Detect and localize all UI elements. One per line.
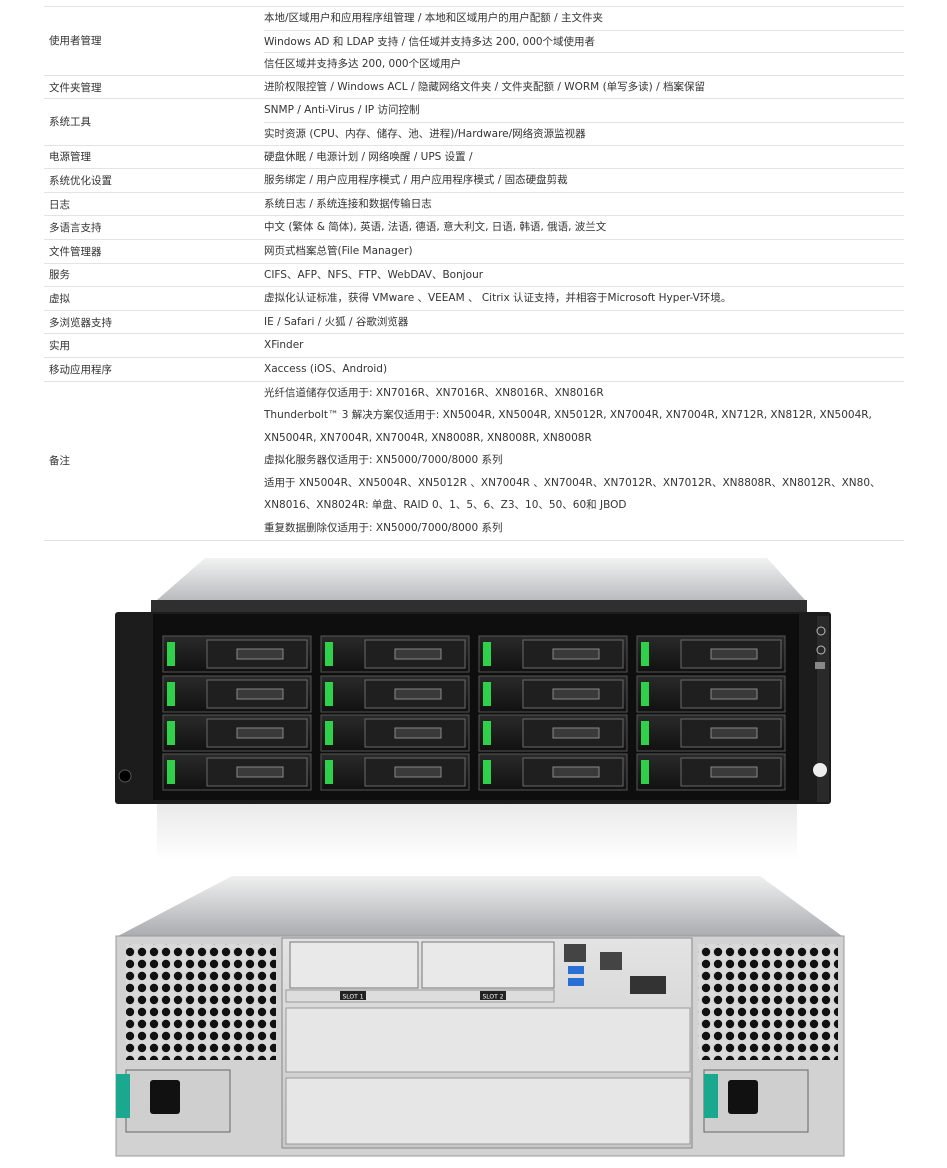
spec-value-line: 实时资源 (CPU、内存、储存、池、进程)/Hardware/网络资源监视器 [264,121,904,145]
spec-label: 系统优化设置 [44,168,256,193]
drive-bay [478,714,628,752]
spec-row: 电源管理硬盘休眠 / 电源计划 / 网络唤醒 / UPS 设置 / [44,145,904,170]
spec-value-cell: 硬盘休眠 / 电源计划 / 网络唤醒 / UPS 设置 / [256,145,904,170]
spec-row: 多浏览器支持 IE / Safari / 火狐 / 谷歌浏览器 [44,310,904,335]
spec-row: 多语言支持中文 (繁体 & 简体), 英语, 法语, 德语, 意大利文, 日语,… [44,215,904,240]
spec-value-cell: 光纤信道储存仅适用于: XN7016R、XN7016R、XN8016R、XN80… [256,381,904,541]
spec-value-line: 信任区域并支持多达 200, 000个区域用户 [264,52,904,75]
drive-bay [320,753,470,791]
spec-row: 文件管理器网页式档案总管(File Manager) [44,239,904,264]
spec-value-line: IE / Safari / 火狐 / 谷歌浏览器 [264,315,409,328]
spec-value-cell: 中文 (繁体 & 简体), 英语, 法语, 德语, 意大利文, 日语, 韩语, … [256,215,904,240]
spec-label: 文件管理器 [44,239,256,264]
spec-label: 移动应用程序 [44,357,256,382]
spec-value-cell: IE / Safari / 火狐 / 谷歌浏览器 [256,310,904,335]
spec-label: 实用 [44,333,256,358]
spec-value-line: XN5004R, XN7004R, XN7004R, XN8008R, XN80… [264,431,592,444]
spec-label: 电源管理 [44,145,256,170]
spec-value-cell: 网页式档案总管(File Manager) [256,239,904,264]
slot-2-label: SLOT 2 [482,994,503,1001]
drive-bay [320,635,470,673]
spec-value-line: 进阶权限控管 / Windows ACL / 隐藏网络文件夹 / 文件夹配额 /… [264,80,705,93]
drive-bay [320,714,470,752]
drive-bay [162,714,312,752]
spec-table: 使用者管理本地/区域用户和应用程序组管理 / 本地和区域用户的用户配额 / 主文… [44,6,904,541]
spec-label: 日志 [44,192,256,217]
spec-value-cell: SNMP / Anti-Virus / IP 访问控制实时资源 (CPU、内存、… [256,98,904,146]
spec-label: 系统工具 [44,98,256,146]
spec-value-line: 本地/区域用户和应用程序组管理 / 本地和区域用户的用户配额 / 主文件夹 [264,12,603,24]
spec-value-line: 光纤信道储存仅适用于: XN7016R、XN7016R、XN8016R、XN80… [264,386,604,399]
drive-bay [478,635,628,673]
spec-table-body: 使用者管理本地/区域用户和应用程序组管理 / 本地和区域用户的用户配额 / 主文… [44,6,904,541]
spec-row: 移动应用程序 Xaccess (iOS、Android) [44,357,904,382]
nas-front-image [115,558,831,861]
drive-bay [636,714,786,752]
spec-value-line: Thunderbolt™ 3 解决方案仅适用于: XN5004R, XN5004… [264,409,872,422]
spec-row: 备注光纤信道储存仅适用于: XN7016R、XN7016R、XN8016R、XN… [44,381,904,541]
nas-rear-image: SLOT 1 SLOT 2 [115,876,845,1157]
spec-row: 文件夹管理进阶权限控管 / Windows ACL / 隐藏网络文件夹 / 文件… [44,75,904,100]
spec-row: 系统优化设置服务绑定 / 用户应用程序模式 / 用户应用程序模式 / 固态硬盘剪… [44,168,904,193]
spec-value-line: Xaccess (iOS、Android) [264,362,388,375]
spec-value-line: 服务绑定 / 用户应用程序模式 / 用户应用程序模式 / 固态硬盘剪裁 [264,174,568,187]
spec-label: 多浏览器支持 [44,310,256,335]
spec-value-line: SNMP / Anti-Virus / IP 访问控制 [264,104,420,117]
spec-value-line: 虚拟化服务器仅适用于: XN5000/7000/8000 系列 [264,454,503,467]
spec-label: 备注 [44,381,256,541]
drive-bay [478,753,628,791]
drive-bay [162,675,312,713]
spec-label: 文件夹管理 [44,75,256,100]
spec-value-line: Windows AD 和 LDAP 支持 / 信任域并支持多达 200, 000… [264,29,904,53]
spec-value-line: XN8016、XN8024R: 单盘、RAID 0、1、5、6、Z3、10、50… [264,499,627,512]
spec-row: 服务 CIFS、AFP、NFS、FTP、WebDAV、Bonjour [44,263,904,288]
drive-bay [162,635,312,673]
spec-value-line: 硬盘休眠 / 电源计划 / 网络唤醒 / UPS 设置 / [264,150,473,163]
spec-row: 实用 XFinder [44,333,904,358]
spec-value-line: 中文 (繁体 & 简体), 英语, 法语, 德语, 意大利文, 日语, 韩语, … [264,221,607,234]
spec-label: 多语言支持 [44,215,256,240]
spec-value-cell: XFinder [256,333,904,358]
spec-label: 使用者管理 [44,6,256,76]
spec-value-cell: 系统日志 / 系统连接和数据传输日志 [256,192,904,217]
drive-bay [636,675,786,713]
spec-value-line: 网页式档案总管(File Manager) [264,244,413,257]
drive-bay [636,753,786,791]
spec-value-cell: 虚拟化认证标准，获得 VMware 、VEEAM 、 Citrix 认证支持，并… [256,286,904,311]
spec-value-line: XFinder [264,339,304,352]
spec-row: 虚拟虚拟化认证标准，获得 VMware 、VEEAM 、 Citrix 认证支持… [44,286,904,311]
spec-label: 服务 [44,263,256,288]
spec-label: 虚拟 [44,286,256,311]
drive-bay [636,635,786,673]
spec-value-cell: 服务绑定 / 用户应用程序模式 / 用户应用程序模式 / 固态硬盘剪裁 [256,168,904,193]
spec-value-line: 虚拟化认证标准，获得 VMware 、VEEAM 、 Citrix 认证支持，并… [264,292,732,305]
spec-value-line: CIFS、AFP、NFS、FTP、WebDAV、Bonjour [264,268,484,281]
spec-value-cell: 本地/区域用户和应用程序组管理 / 本地和区域用户的用户配额 / 主文件夹 Win… [256,6,904,76]
spec-value-cell: 进阶权限控管 / Windows ACL / 隐藏网络文件夹 / 文件夹配额 /… [256,75,904,100]
spec-value-line: 重复数据删除仅适用于: XN5000/7000/8000 系列 [264,522,503,535]
spec-value-line: 系统日志 / 系统连接和数据传输日志 [264,197,432,210]
slot-1-label: SLOT 1 [342,994,363,1001]
spec-value-cell: CIFS、AFP、NFS、FTP、WebDAV、Bonjour [256,263,904,288]
spec-value-line: 适用于 XN5004R、XN5004R、XN5012R 、XN7004R 、XN… [264,476,881,489]
spec-row: 日志系统日志 / 系统连接和数据传输日志 [44,192,904,217]
spec-row: 使用者管理本地/区域用户和应用程序组管理 / 本地和区域用户的用户配额 / 主文… [44,6,904,76]
drive-bay [478,675,628,713]
spec-value-cell: Xaccess (iOS、Android) [256,357,904,382]
drive-bay [162,753,312,791]
drive-bay [320,675,470,713]
